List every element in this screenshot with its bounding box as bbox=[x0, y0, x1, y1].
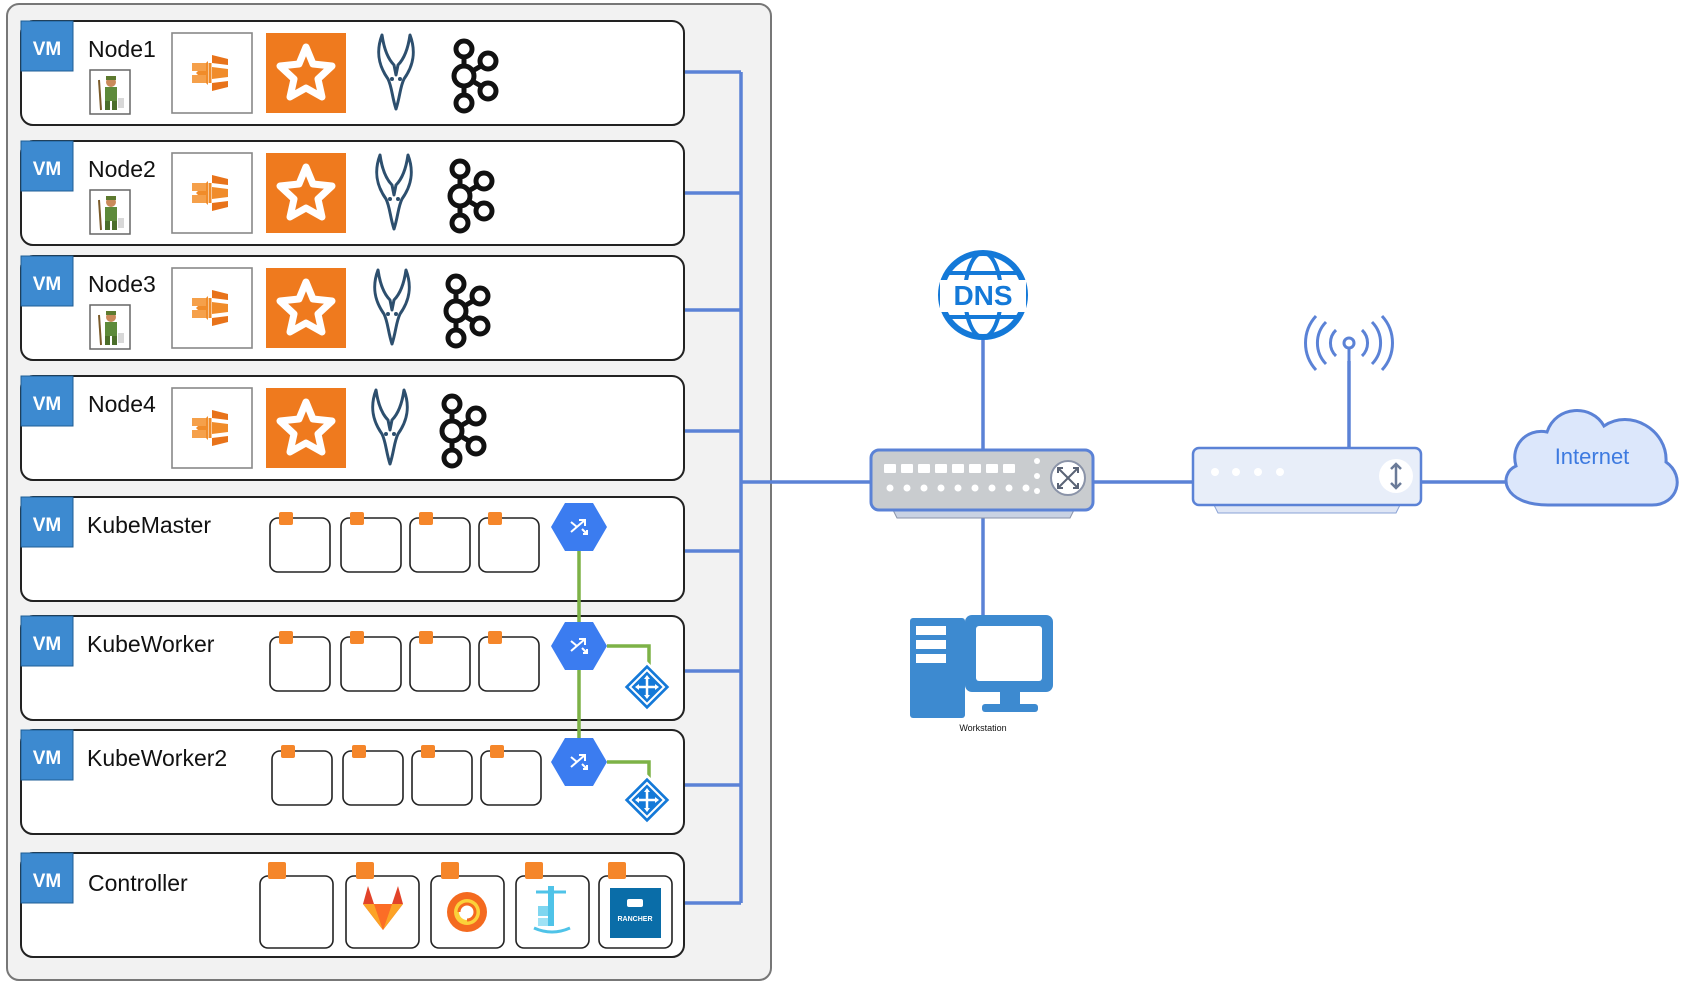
kube-vm: VM KubeMaster bbox=[20, 496, 685, 602]
cloud-icon bbox=[1504, 409, 1679, 507]
network-bus bbox=[681, 70, 1517, 905]
hadoop-icon bbox=[170, 151, 254, 235]
node-vm: VM Node3 bbox=[20, 255, 685, 361]
switch-arrows-icon bbox=[1050, 460, 1086, 496]
vm-badge-label: VM bbox=[33, 634, 62, 655]
star-icon bbox=[266, 268, 346, 348]
pod-box bbox=[269, 630, 331, 692]
pod-box bbox=[478, 630, 540, 692]
rancher-icon: RANCHER bbox=[610, 888, 661, 938]
workstation-tower-icon bbox=[910, 618, 965, 718]
hadoop-icon bbox=[170, 386, 254, 470]
dns-label: DNS bbox=[953, 280, 1012, 311]
rancher-logo-text: RANCHER bbox=[618, 916, 653, 923]
zookeeper-icon bbox=[89, 304, 131, 350]
hadoop-icon bbox=[170, 266, 254, 350]
controller-vm: VM Controller bbox=[20, 852, 685, 958]
star-icon bbox=[266, 33, 346, 113]
star-icon bbox=[266, 153, 346, 233]
vm-badge-label: VM bbox=[33, 39, 62, 60]
internet-label: Internet bbox=[1555, 444, 1630, 469]
harbor-icon bbox=[533, 886, 571, 934]
controller-tile-harbor bbox=[515, 862, 590, 949]
controller-tile-rancher: RANCHER bbox=[598, 862, 673, 949]
wifi-signal-icon bbox=[1304, 314, 1394, 372]
vm-name: Node1 bbox=[88, 36, 156, 62]
router-updown-arrow-icon bbox=[1379, 459, 1413, 493]
vm-name: Node4 bbox=[88, 391, 156, 417]
node-vm: VM Node2 bbox=[20, 140, 685, 246]
gitlab-icon bbox=[363, 886, 403, 930]
zookeeper-icon bbox=[89, 189, 131, 235]
pod-box bbox=[271, 744, 333, 806]
wireless-router bbox=[1191, 314, 1423, 514]
zookeeper-icon bbox=[89, 69, 131, 115]
controller-tile-grafana bbox=[430, 862, 505, 949]
vm-name: KubeMaster bbox=[87, 512, 211, 538]
vm-name: Node3 bbox=[88, 271, 156, 297]
vm-name: KubeWorker2 bbox=[87, 745, 227, 771]
vm-badge-label: VM bbox=[33, 394, 62, 415]
pod-box bbox=[480, 744, 542, 806]
vm-badge-label: VM bbox=[33, 274, 62, 295]
pod-box bbox=[478, 511, 540, 573]
vm-name: Controller bbox=[88, 870, 188, 896]
pod-box bbox=[269, 511, 331, 573]
pod-box bbox=[340, 630, 402, 692]
vm-badge-label: VM bbox=[33, 871, 62, 892]
vm-name: Node2 bbox=[88, 156, 156, 182]
workstation-monitor-icon bbox=[965, 615, 1053, 712]
pod-box bbox=[409, 630, 471, 692]
star-icon bbox=[266, 388, 346, 468]
node-vm: VM Node4 bbox=[20, 375, 685, 481]
vm-name: KubeWorker bbox=[87, 631, 215, 657]
pod-box bbox=[340, 511, 402, 573]
vm-badge-label: VM bbox=[33, 159, 62, 180]
kube-vm: VM KubeWorker bbox=[20, 615, 685, 721]
workstation: Workstation bbox=[910, 615, 1053, 733]
kube-vm: VM KubeWorker2 bbox=[20, 729, 685, 835]
controller-tile-gitlab bbox=[345, 862, 420, 949]
vm-badge-label: VM bbox=[33, 515, 62, 536]
workstation-label: Workstation bbox=[959, 723, 1006, 733]
internet-cloud: Internet bbox=[1504, 409, 1679, 507]
controller-tile-empty bbox=[259, 862, 334, 949]
pod-box bbox=[342, 744, 404, 806]
node-vm: VM Node1 bbox=[20, 20, 685, 126]
network-switch bbox=[869, 448, 1095, 519]
dns-globe-icon bbox=[938, 250, 1028, 340]
dns-server: DNS bbox=[938, 250, 1028, 340]
pod-box bbox=[411, 744, 473, 806]
vm-badge-label: VM bbox=[33, 748, 62, 769]
grafana-icon bbox=[447, 892, 487, 932]
hadoop-icon bbox=[170, 31, 254, 115]
pod-box bbox=[409, 511, 471, 573]
